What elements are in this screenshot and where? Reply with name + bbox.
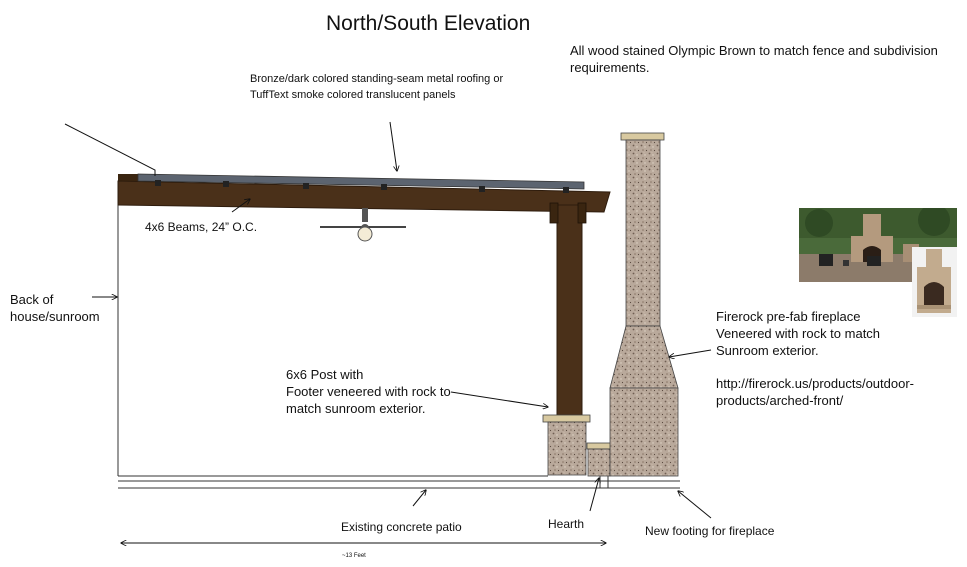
- fireplace: [609, 132, 679, 477]
- beams-label: 4x6 Beams, 24” O.C.: [145, 220, 258, 234]
- hearth: [586, 442, 612, 477]
- ceiling-fan-icon: [320, 208, 406, 242]
- fireplace-product-thumbnail: [912, 247, 957, 317]
- leader-arrows: [64, 121, 712, 543]
- post-6x6: [549, 202, 587, 418]
- concrete-patio: [118, 476, 680, 489]
- stain-note: All wood stained Olympic Brown to match …: [570, 43, 938, 75]
- house-label: Back of house/sunroom: [10, 292, 100, 324]
- post-label: 6x6 Post with Footer veneered with rock …: [286, 367, 451, 416]
- house-wall: [117, 186, 548, 477]
- fireplace-label: Firerock pre-fab fireplace Veneered with…: [716, 309, 881, 358]
- dimension-label: ~13 Feet: [342, 553, 366, 559]
- metal-roofing: [137, 173, 585, 193]
- footing-label: New footing for fireplace: [645, 524, 775, 538]
- hearth-label: Hearth: [548, 517, 585, 531]
- post-footer: [542, 414, 591, 476]
- roofing-note: Bronze/dark colored standing-seam metal …: [250, 73, 504, 101]
- fireplace-url: http://firerock.us/products/outdoor- pro…: [716, 376, 914, 408]
- patio-label: Existing concrete patio: [341, 520, 462, 534]
- roof-beam: [117, 180, 611, 213]
- drawing-title: North/South Elevation: [326, 12, 531, 35]
